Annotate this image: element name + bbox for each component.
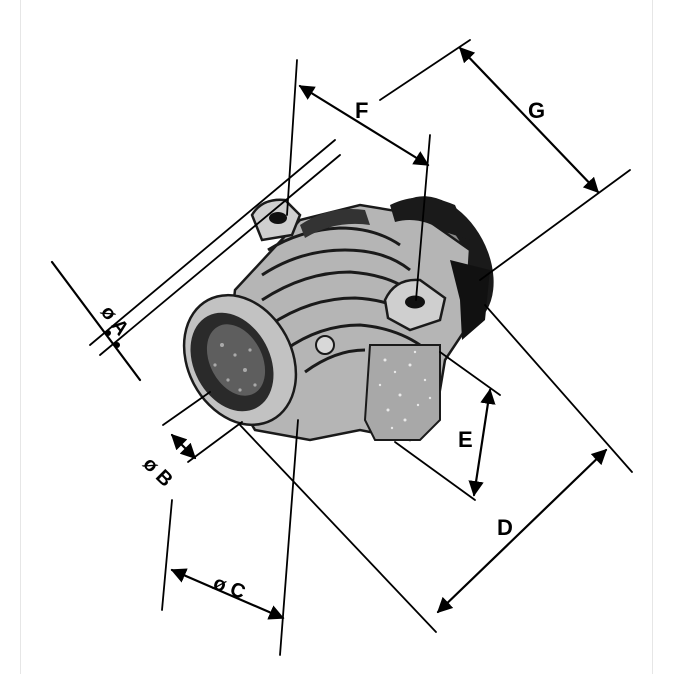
lug-hole-left bbox=[269, 212, 287, 224]
label-g: G bbox=[528, 98, 545, 123]
lower-block bbox=[363, 344, 441, 441]
body-ribs bbox=[261, 226, 421, 374]
label-f: F bbox=[355, 98, 368, 123]
label-a: ø A bbox=[96, 302, 133, 340]
dim-line-e bbox=[468, 388, 496, 497]
lug-hole-right bbox=[405, 295, 425, 309]
frame-right-border bbox=[652, 0, 653, 674]
label-d: D bbox=[497, 515, 513, 540]
label-e: E bbox=[458, 427, 473, 452]
dim-line-g bbox=[458, 46, 600, 194]
dim-line-b bbox=[170, 433, 197, 460]
fitting-body bbox=[182, 196, 494, 442]
label-b: ø B bbox=[138, 453, 176, 491]
label-c: ø C bbox=[210, 572, 248, 604]
dim-line-c bbox=[170, 568, 285, 620]
frame-left-border bbox=[20, 0, 21, 674]
dim-line-a bbox=[50, 260, 142, 382]
dim-line-f bbox=[298, 84, 430, 167]
dim-line-d bbox=[436, 448, 608, 614]
dimension-lines bbox=[50, 39, 633, 656]
